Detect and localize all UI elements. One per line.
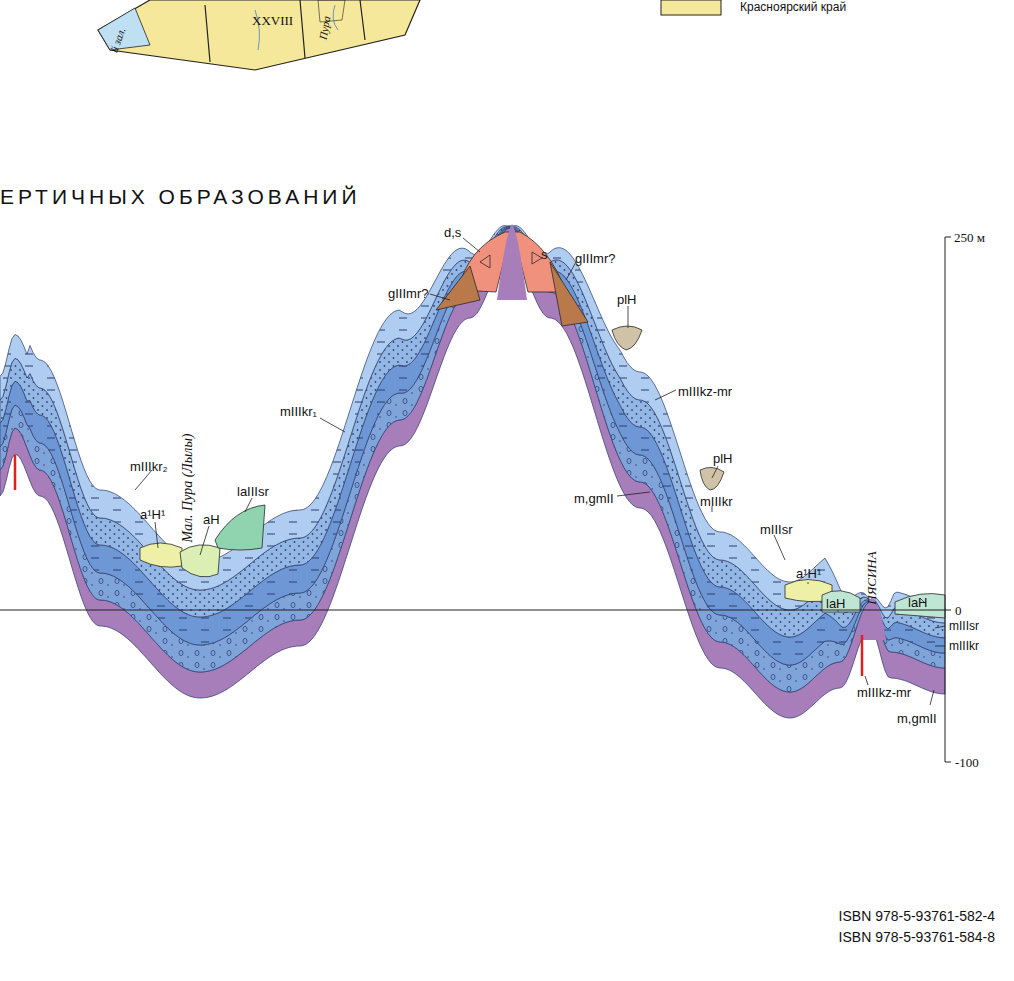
deposits <box>140 224 945 640</box>
strata-label: -100 <box>955 756 979 769</box>
strata-label: laH <box>908 596 928 609</box>
legend-text: Красноярский край <box>740 1 846 13</box>
scale-bar <box>945 237 951 762</box>
strata-label: mIIIsr <box>949 620 979 632</box>
stratum-pattern <box>0 226 945 637</box>
strata-label: ISBN 978-5-93761-584-8 <box>839 930 995 944</box>
legend-swatch <box>661 0 721 15</box>
strata-label: mIIIkr₁ <box>280 405 317 418</box>
stratum <box>0 227 945 665</box>
strata-label: plH <box>713 452 733 465</box>
map-fragment <box>98 0 420 70</box>
stratum <box>0 226 945 623</box>
strata-label: laH <box>826 597 846 610</box>
stratum-pattern <box>0 227 945 665</box>
strata-label: mIIIkr <box>949 640 979 652</box>
strata-label: s <box>541 248 548 261</box>
strata-label: gIIImr? <box>388 287 428 300</box>
strata-label: mIIIkr <box>700 495 733 508</box>
strata-label: mIIIkz-mr <box>857 686 911 699</box>
strata-label: mIIIkr₂ <box>130 460 168 473</box>
strata-label: 250 м <box>954 231 985 244</box>
section-title: ЕРТИЧНЫХ ОБРАЗОВАНИЙ <box>0 186 361 207</box>
strata-label: XXVIII <box>252 14 293 27</box>
stratum-pattern <box>0 226 945 623</box>
strata-label: laIIIsr <box>237 485 269 498</box>
strata-label: plH <box>617 293 637 306</box>
strata-label: ISBN 978-5-93761-582-4 <box>839 909 995 923</box>
strata <box>0 226 945 719</box>
strata-label: ПЯСИНА <box>865 551 878 604</box>
stratum <box>0 226 945 637</box>
strata-label: 0 <box>955 604 962 617</box>
strata-label: m,gmII <box>897 712 937 725</box>
strata-label: mIIIsr <box>760 523 793 536</box>
strata-label: Мал. Пура (Лылы) <box>181 433 195 542</box>
strata-label: mIIIkz-mr <box>678 385 732 398</box>
strata-label: a¹H¹ <box>140 508 165 521</box>
strata-label: a¹H¹ <box>796 567 821 580</box>
leader-lines <box>135 238 945 705</box>
strata-label: aH <box>203 513 220 526</box>
strata-label: m,gmII <box>574 492 614 505</box>
strata-label: d,s <box>444 226 461 239</box>
strata-label: gIIImr? <box>575 252 615 265</box>
